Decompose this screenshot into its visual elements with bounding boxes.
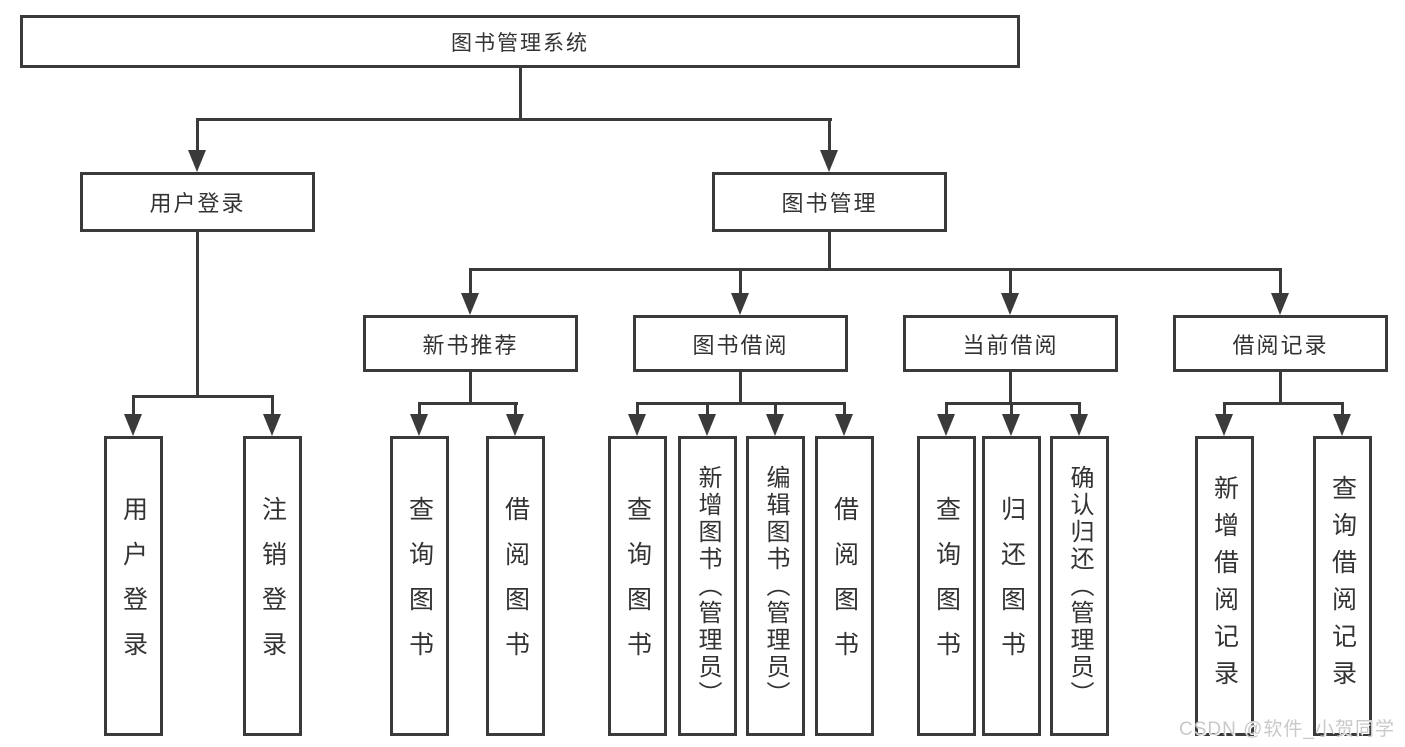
connector-line [843, 405, 846, 416]
connector-line [514, 405, 517, 416]
arrowhead-down-icon [410, 414, 428, 436]
node-new-book-recommend: 新书推荐 [363, 315, 578, 372]
node-label: 借阅记录 [1232, 332, 1329, 358]
connector-line [774, 405, 777, 416]
connector-line [196, 118, 832, 121]
leaf-borrow-books-recommend: 借阅图书 [486, 436, 545, 736]
node-book-management: 图书管理 [712, 172, 947, 232]
node-label: 查询图书 [932, 496, 961, 676]
connector-line [132, 398, 135, 416]
arrowhead-down-icon [1001, 293, 1019, 315]
leaf-return-books: 归还图书 [982, 436, 1041, 736]
node-label: 编辑图书（管理员） [762, 464, 789, 708]
connector-line [706, 405, 709, 416]
leaf-query-books-recommend: 查询图书 [390, 436, 449, 736]
leaf-query-books-borrow: 查询图书 [608, 436, 667, 736]
connector-line [1279, 271, 1282, 295]
leaf-add-books-admin: 新增图书（管理员） [678, 436, 737, 736]
arrowhead-down-icon [1002, 414, 1020, 436]
connector-line [945, 402, 1081, 405]
arrowhead-down-icon [1070, 414, 1088, 436]
connector-line [828, 121, 831, 152]
leaf-query-books-current: 查询图书 [917, 436, 976, 736]
node-label: 注销登录 [258, 496, 287, 676]
connector-line [132, 395, 274, 398]
node-label: 借阅图书 [830, 496, 859, 676]
node-current-borrow: 当前借阅 [903, 315, 1118, 372]
node-label: 归还图书 [997, 496, 1026, 676]
connector-line [636, 402, 846, 405]
connector-line [1341, 405, 1344, 416]
node-label: 图书借阅 [692, 332, 789, 358]
leaf-edit-books-admin: 编辑图书（管理员） [746, 436, 805, 736]
connector-line [469, 268, 1282, 271]
leaf-confirm-return-admin: 确认归还（管理员） [1050, 436, 1109, 736]
connector-line [828, 232, 831, 271]
node-label: 新增借阅记录 [1210, 475, 1239, 697]
connector-line [196, 232, 199, 398]
node-label: 确认归还（管理员） [1066, 464, 1093, 708]
connector-line [271, 398, 274, 416]
node-label: 查询图书 [623, 496, 652, 676]
arrowhead-down-icon [461, 293, 479, 315]
leaf-borrow-books: 借阅图书 [815, 436, 874, 736]
connector-line [519, 68, 522, 121]
connector-line [418, 405, 421, 416]
node-library-system: 图书管理系统 [20, 15, 1020, 68]
arrowhead-down-icon [1215, 414, 1233, 436]
connector-line [469, 372, 472, 405]
arrowhead-down-icon [263, 414, 281, 436]
node-label: 查询借阅记录 [1328, 475, 1357, 697]
connector-line [469, 271, 472, 295]
arrowhead-down-icon [124, 414, 142, 436]
leaf-logout: 注销登录 [243, 436, 302, 736]
arrowhead-down-icon [698, 414, 716, 436]
node-label: 当前借阅 [962, 332, 1059, 358]
connector-line [1078, 405, 1081, 416]
arrowhead-down-icon [937, 414, 955, 436]
connector-line [1223, 402, 1344, 405]
connector-line [1223, 405, 1226, 416]
arrowhead-down-icon [820, 150, 838, 172]
arrowhead-down-icon [628, 414, 646, 436]
leaf-user-login: 用户登录 [104, 436, 163, 736]
node-label: 图书管理 [781, 191, 878, 216]
arrowhead-down-icon [1333, 414, 1351, 436]
leaf-query-borrow-record: 查询借阅记录 [1313, 436, 1372, 736]
node-borrow-record: 借阅记录 [1173, 315, 1388, 372]
arrowhead-down-icon [835, 414, 853, 436]
connector-line [1009, 271, 1012, 295]
node-user-login-branch: 用户登录 [80, 172, 315, 232]
node-label: 借阅图书 [501, 496, 530, 676]
node-book-borrow: 图书借阅 [633, 315, 848, 372]
arrowhead-down-icon [188, 150, 206, 172]
connector-line [1009, 372, 1012, 405]
node-label: 新增图书（管理员） [694, 464, 721, 708]
connector-line [418, 402, 518, 405]
connector-line [636, 405, 639, 416]
leaf-add-borrow-record: 新增借阅记录 [1195, 436, 1254, 736]
arrowhead-down-icon [731, 293, 749, 315]
arrowhead-down-icon [1271, 293, 1289, 315]
connector-line [196, 121, 199, 152]
arrowhead-down-icon [766, 414, 784, 436]
connector-line [1279, 372, 1282, 405]
connector-line [739, 372, 742, 405]
connector-line [945, 405, 948, 416]
connector-line [1010, 405, 1013, 416]
connector-line [739, 271, 742, 295]
node-label: 图书管理系统 [451, 31, 589, 55]
node-label: 用户登录 [119, 496, 148, 676]
node-label: 新书推荐 [422, 332, 519, 358]
node-label: 用户登录 [149, 191, 246, 216]
arrowhead-down-icon [506, 414, 524, 436]
node-label: 查询图书 [405, 496, 434, 676]
